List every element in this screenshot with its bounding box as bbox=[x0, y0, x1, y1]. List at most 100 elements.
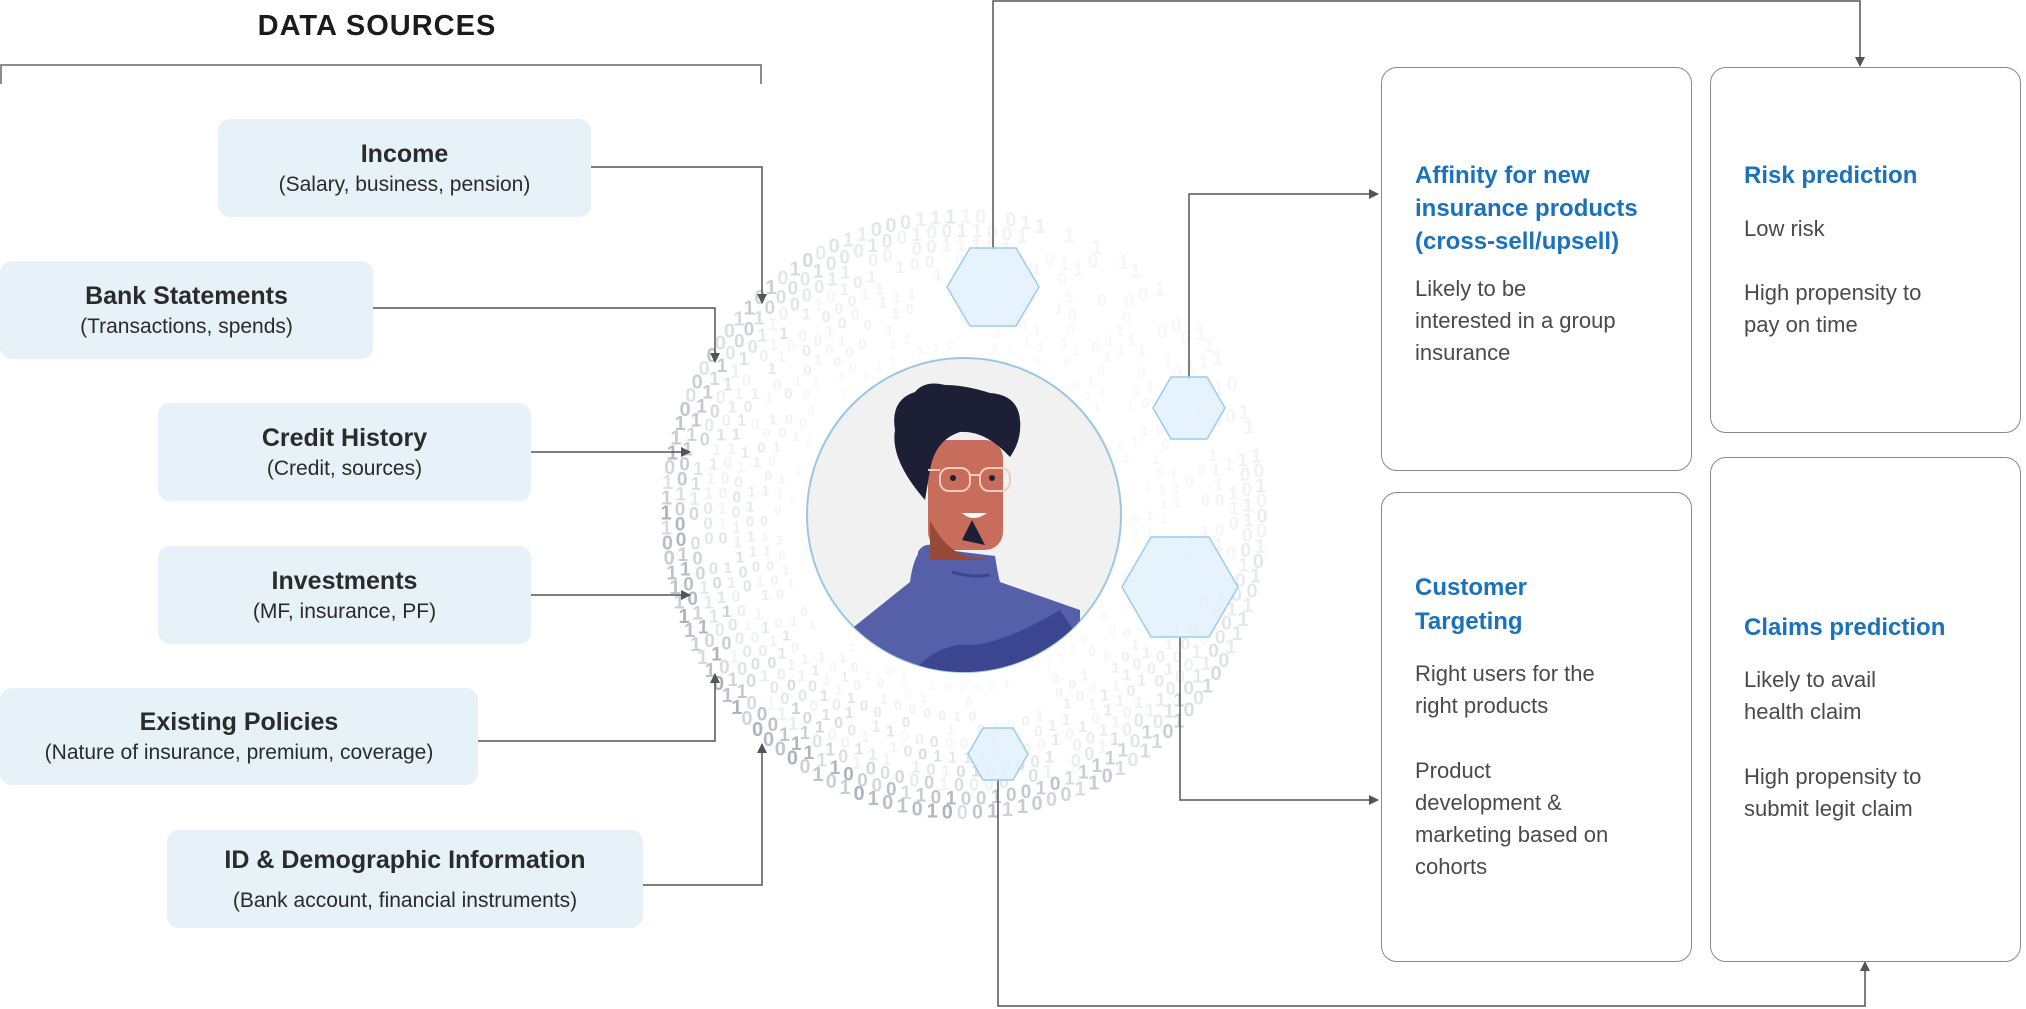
connector-policies bbox=[478, 673, 720, 742]
binary-digit: 1 bbox=[773, 438, 781, 454]
source-name: Investments bbox=[271, 566, 418, 595]
binary-digit: 0 bbox=[1021, 713, 1029, 730]
binary-digit: 1 bbox=[1160, 511, 1168, 527]
outcome-targeting: Customer Targeting Right users for the r… bbox=[1381, 492, 1692, 962]
binary-digit: 1 bbox=[1070, 643, 1077, 657]
binary-digit: 0 bbox=[664, 548, 675, 570]
binary-digit: 1 bbox=[732, 520, 741, 537]
binary-digit: 0 bbox=[906, 301, 914, 318]
connector-id bbox=[643, 743, 767, 886]
binary-digit: 1 bbox=[737, 682, 748, 703]
outcome-title: insurance products bbox=[1415, 195, 1638, 222]
binary-digit: 0 bbox=[826, 771, 837, 793]
binary-digit: 1 bbox=[889, 354, 896, 368]
binary-digit: 1 bbox=[1059, 254, 1069, 274]
binary-digit: 1 bbox=[1145, 701, 1155, 721]
binary-digit: 0 bbox=[775, 739, 786, 761]
binary-digit: 0 bbox=[685, 385, 696, 407]
binary-digit: 1 bbox=[825, 740, 835, 760]
binary-digit: 1 bbox=[1111, 659, 1119, 676]
binary-digit: 1 bbox=[971, 235, 981, 255]
binary-digit: 0 bbox=[1055, 684, 1063, 700]
binary-digit: 0 bbox=[826, 287, 835, 306]
binary-digit: 1 bbox=[963, 750, 972, 767]
binary-digit: 0 bbox=[1122, 308, 1131, 327]
binary-digit: 1 bbox=[1255, 536, 1266, 558]
binary-digit: 0 bbox=[703, 514, 712, 533]
binary-digit: 0 bbox=[752, 559, 760, 576]
binary-digit: 0 bbox=[809, 698, 818, 715]
binary-digit: 1 bbox=[897, 796, 908, 818]
binary-digit: 1 bbox=[1125, 596, 1132, 611]
binary-digit: 0 bbox=[1256, 506, 1267, 528]
binary-digit: 1 bbox=[680, 560, 691, 581]
binary-digit: 0 bbox=[1133, 657, 1142, 674]
binary-digit: 1 bbox=[847, 690, 855, 707]
binary-digit: 1 bbox=[1165, 637, 1174, 654]
binary-digit: 0 bbox=[679, 455, 690, 476]
binary-digit: 0 bbox=[690, 534, 700, 554]
binary-digit: 1 bbox=[737, 413, 746, 430]
binary-digit: 1 bbox=[698, 617, 709, 638]
binary-digit: 1 bbox=[1098, 721, 1107, 740]
binary-digit: 0 bbox=[1183, 699, 1194, 721]
binary-digit: 0 bbox=[780, 689, 789, 708]
binary-digit: 0 bbox=[1235, 570, 1246, 591]
binary-digit: 0 bbox=[942, 802, 953, 824]
binary-digit: 0 bbox=[822, 309, 831, 326]
binary-digit: 0 bbox=[894, 697, 902, 713]
binary-digit: 0 bbox=[851, 308, 860, 325]
binary-digit: 1 bbox=[744, 298, 755, 320]
binary-digit: 0 bbox=[1034, 724, 1043, 741]
binary-digit: 1 bbox=[901, 783, 912, 804]
binary-digit: 1 bbox=[764, 390, 773, 407]
binary-digit: 0 bbox=[989, 680, 996, 694]
binary-digit: 0 bbox=[1157, 322, 1167, 342]
binary-digit: 1 bbox=[1146, 377, 1155, 394]
binary-digit: 0 bbox=[1030, 752, 1039, 771]
binary-digit: 0 bbox=[1142, 395, 1150, 412]
binary-digit: 0 bbox=[926, 223, 937, 244]
binary-digit: 1 bbox=[717, 356, 728, 377]
binary-digit: 1 bbox=[797, 668, 806, 685]
binary-digit: 1 bbox=[760, 667, 769, 686]
binary-digit: 1 bbox=[1058, 652, 1065, 666]
binary-digit: 1 bbox=[1045, 660, 1052, 674]
source-name: Income bbox=[360, 139, 449, 168]
binary-digit: 1 bbox=[852, 753, 862, 773]
binary-digit: 0 bbox=[1086, 729, 1095, 748]
binary-digit: 1 bbox=[727, 575, 736, 592]
binary-digit: 0 bbox=[687, 589, 698, 610]
binary-digit: 0 bbox=[923, 705, 931, 721]
binary-digit: 1 bbox=[1255, 476, 1266, 498]
binary-digit: 1 bbox=[1212, 348, 1223, 370]
binary-digit: 1 bbox=[801, 651, 809, 668]
binary-digit: 1 bbox=[1237, 450, 1248, 471]
binary-digit: 1 bbox=[1164, 702, 1175, 723]
binary-digit: 1 bbox=[1164, 660, 1173, 679]
binary-digit: 1 bbox=[814, 295, 823, 314]
binary-digit: 1 bbox=[1023, 334, 1030, 349]
binary-digit: 0 bbox=[1215, 627, 1226, 648]
binary-digit: 0 bbox=[925, 252, 934, 271]
binary-digit: 0 bbox=[1229, 514, 1239, 534]
binary-digit: 0 bbox=[1103, 648, 1111, 664]
binary-digit: 1 bbox=[1251, 446, 1262, 468]
binary-digit: 0 bbox=[715, 620, 725, 640]
binary-digit: 0 bbox=[704, 631, 715, 652]
binary-digit: 0 bbox=[784, 386, 792, 403]
binary-digit: 0 bbox=[1156, 649, 1165, 666]
binary-digit: 0 bbox=[778, 548, 785, 563]
binary-digit: 0 bbox=[704, 529, 713, 548]
binary-digit: 1 bbox=[1122, 668, 1131, 685]
binary-digit: 0 bbox=[754, 287, 765, 309]
binary-digit: 0 bbox=[713, 673, 724, 695]
outcome-title: Affinity for new bbox=[1415, 162, 1590, 189]
binary-digit: 0 bbox=[799, 416, 806, 431]
binary-digit: 0 bbox=[808, 679, 817, 696]
binary-digit: 0 bbox=[843, 765, 854, 786]
binary-digit: 0 bbox=[1028, 766, 1038, 786]
binary-digit: 0 bbox=[773, 377, 782, 394]
binary-digit: 1 bbox=[1204, 335, 1215, 357]
binary-digit: 1 bbox=[1002, 799, 1013, 821]
